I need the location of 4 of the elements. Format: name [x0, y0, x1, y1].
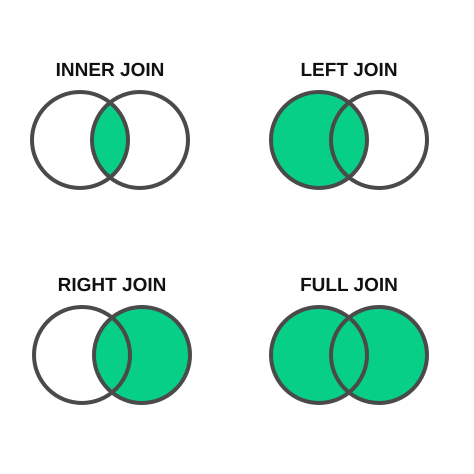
join-title: RIGHT JOIN — [58, 275, 166, 297]
join-title: INNER JOIN — [56, 60, 164, 82]
join-title: FULL JOIN — [300, 275, 398, 297]
join-title: LEFT JOIN — [300, 60, 398, 82]
